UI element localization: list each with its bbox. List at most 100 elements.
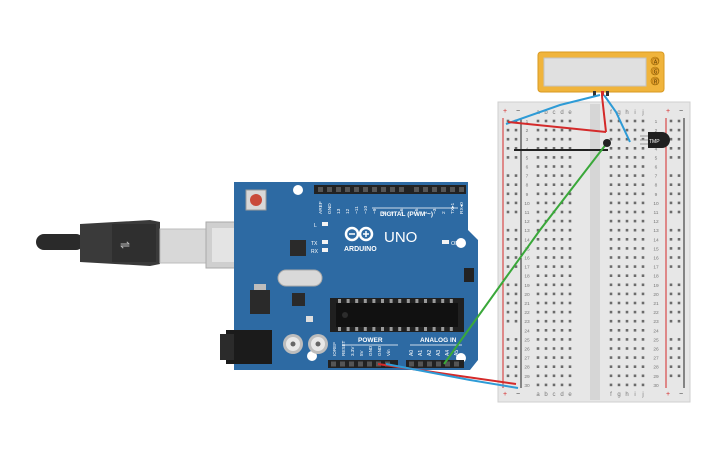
breadboard-hole[interactable]	[609, 365, 613, 368]
header-pin[interactable]	[459, 187, 464, 192]
breadboard-hole[interactable]	[641, 165, 645, 168]
breadboard-hole[interactable]	[568, 347, 572, 350]
breadboard-hole[interactable]	[617, 319, 621, 323]
header-pin[interactable]	[358, 361, 363, 367]
breadboard-hole[interactable]	[560, 283, 564, 287]
breadboard-hole[interactable]	[633, 374, 637, 378]
header-pin[interactable]	[318, 187, 323, 192]
rail-hole[interactable]	[514, 338, 518, 341]
breadboard-hole[interactable]	[625, 219, 629, 223]
rail-hole[interactable]	[669, 183, 673, 186]
rail-hole[interactable]	[669, 119, 673, 123]
breadboard-hole[interactable]	[544, 329, 548, 332]
breadboard-hole[interactable]	[552, 283, 556, 287]
breadboard-hole[interactable]	[560, 383, 564, 387]
breadboard-hole[interactable]	[625, 356, 629, 359]
breadboard-hole[interactable]	[633, 347, 637, 350]
breadboard-hole[interactable]	[560, 292, 564, 296]
breadboard-hole[interactable]	[536, 301, 540, 305]
rail-hole[interactable]	[514, 247, 518, 250]
breadboard-hole[interactable]	[641, 338, 645, 341]
breadboard-hole[interactable]	[536, 365, 540, 368]
rail-hole[interactable]	[506, 292, 510, 296]
breadboard-hole[interactable]	[633, 301, 637, 305]
header-pin[interactable]	[445, 361, 450, 367]
breadboard-hole[interactable]	[625, 374, 629, 378]
rail-hole[interactable]	[677, 192, 681, 196]
breadboard-hole[interactable]	[560, 338, 564, 341]
rail-hole[interactable]	[677, 301, 681, 305]
breadboard-hole[interactable]	[536, 201, 540, 205]
breadboard-hole[interactable]	[544, 274, 548, 277]
temperature-sensor[interactable]: TMP	[640, 132, 670, 148]
breadboard-hole[interactable]	[536, 274, 540, 277]
breadboard-hole[interactable]	[609, 156, 613, 159]
header-pin[interactable]	[418, 361, 423, 367]
breadboard-hole[interactable]	[633, 247, 637, 250]
breadboard-hole[interactable]	[560, 374, 564, 378]
rail-hole[interactable]	[506, 374, 510, 378]
breadboard-hole[interactable]	[625, 165, 629, 168]
wire-red[interactable]	[507, 121, 607, 133]
breadboard-hole[interactable]	[625, 319, 629, 323]
breadboard-hole[interactable]	[617, 128, 621, 132]
breadboard-hole[interactable]	[552, 301, 556, 305]
breadboard-hole[interactable]	[544, 128, 548, 132]
breadboard-hole[interactable]	[633, 183, 637, 186]
wire-blue[interactable]	[385, 363, 519, 389]
rail-hole[interactable]	[677, 201, 681, 205]
breadboard-hole[interactable]	[560, 128, 564, 132]
breadboard-hole[interactable]	[617, 347, 621, 350]
rail-hole[interactable]	[514, 201, 518, 205]
breadboard-hole[interactable]	[609, 347, 613, 350]
header-pin[interactable]	[409, 361, 414, 367]
rail-hole[interactable]	[514, 192, 518, 196]
breadboard-hole[interactable]	[560, 265, 564, 268]
wires[interactable]	[377, 94, 631, 389]
breadboard-hole[interactable]	[633, 283, 637, 287]
breadboard-hole[interactable]	[633, 174, 637, 177]
header-pin[interactable]	[432, 187, 437, 192]
rail-hole[interactable]	[506, 183, 510, 186]
breadboard-hole[interactable]	[609, 265, 613, 268]
breadboard-hole[interactable]	[536, 228, 540, 232]
rail-hole[interactable]	[669, 192, 673, 196]
breadboard-hole[interactable]	[617, 174, 621, 177]
breadboard-hole[interactable]	[560, 192, 564, 196]
breadboard-hole[interactable]	[568, 310, 572, 314]
breadboard-hole[interactable]	[568, 265, 572, 268]
rail-hole[interactable]	[514, 137, 518, 141]
breadboard-hole[interactable]	[617, 301, 621, 305]
breadboard-hole[interactable]	[568, 319, 572, 323]
rail-hole[interactable]	[677, 338, 681, 341]
rail-hole[interactable]	[677, 356, 681, 359]
breadboard-hole[interactable]	[641, 365, 645, 368]
breadboard-hole[interactable]	[536, 310, 540, 314]
breadboard-hole[interactable]	[568, 128, 572, 132]
breadboard-hole[interactable]	[641, 128, 645, 132]
breadboard-hole[interactable]	[536, 147, 540, 150]
breadboard-hole[interactable]	[552, 128, 556, 132]
breadboard-hole[interactable]	[609, 183, 613, 186]
breadboard-hole[interactable]	[641, 274, 645, 277]
breadboard-hole[interactable]	[609, 374, 613, 378]
breadboard-hole[interactable]	[544, 247, 548, 250]
breadboard-hole[interactable]	[560, 301, 564, 305]
breadboard-hole[interactable]	[617, 156, 621, 159]
breadboard-hole[interactable]	[552, 137, 556, 141]
breadboard-hole[interactable]	[609, 210, 613, 214]
breadboard-hole[interactable]	[544, 201, 548, 205]
breadboard-hole[interactable]	[536, 183, 540, 186]
breadboard-hole[interactable]	[552, 347, 556, 350]
breadboard-hole[interactable]	[617, 247, 621, 250]
breadboard-hole[interactable]	[560, 228, 564, 232]
rail-hole[interactable]	[669, 137, 673, 141]
breadboard-hole[interactable]	[609, 228, 613, 232]
rail-hole[interactable]	[677, 265, 681, 268]
rail-hole[interactable]	[677, 310, 681, 314]
breadboard-hole[interactable]	[568, 247, 572, 250]
breadboard-hole[interactable]	[552, 165, 556, 168]
breadboard-hole[interactable]	[544, 210, 548, 214]
breadboard-hole[interactable]	[544, 265, 548, 268]
breadboard-hole[interactable]	[560, 165, 564, 168]
